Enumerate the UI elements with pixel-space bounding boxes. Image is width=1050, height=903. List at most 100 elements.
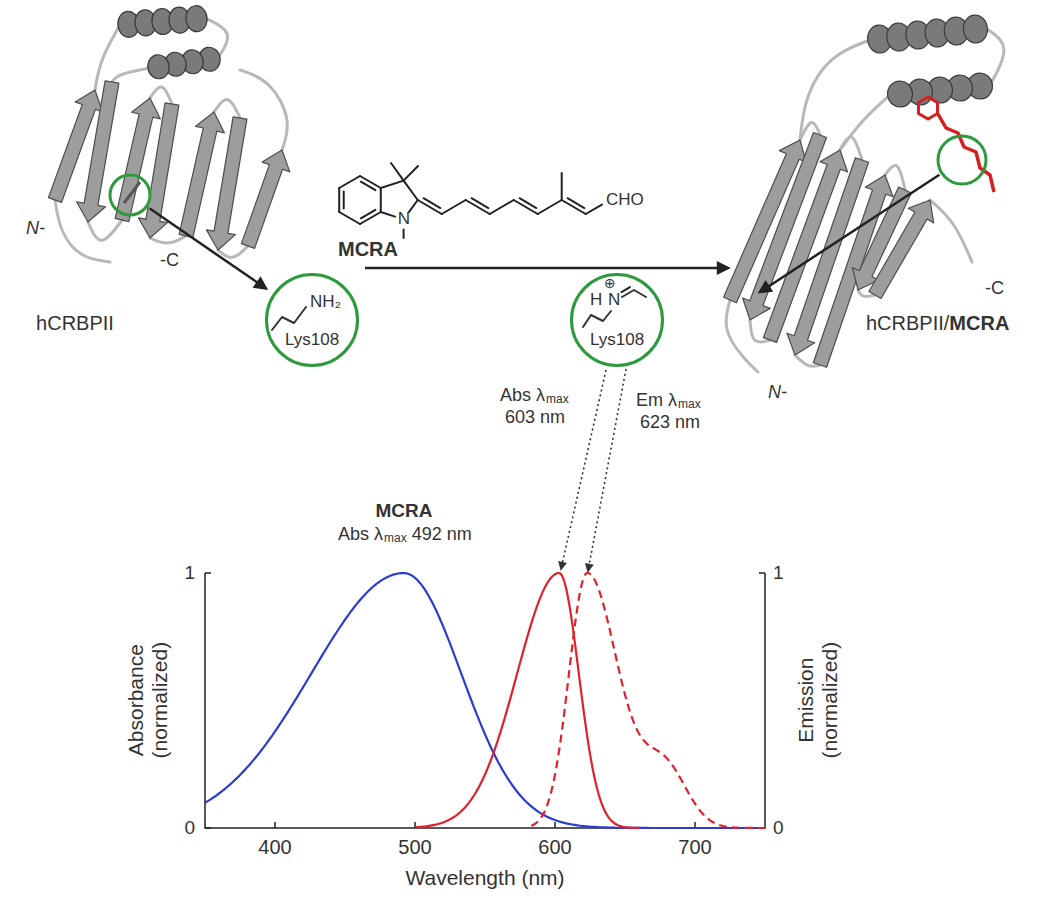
bond [391,163,404,181]
beta-strand [241,150,289,248]
structure-text: N [608,290,620,310]
spectrum-chart [205,573,765,828]
terminus-label: -C [160,250,179,271]
zoom-arrow [150,209,266,289]
axis-tick [274,822,276,828]
chemical-structure [339,163,602,238]
bond [561,173,563,200]
highlight-circle [938,136,986,184]
leader-arrow [588,369,626,571]
protein-cartoon [48,5,289,262]
zoom-circle: NH₂Lys108 [265,273,359,367]
bond [442,200,466,214]
structure-text: NH₂ [310,292,341,312]
terminus-label: N- [26,218,45,239]
coil-loop [218,246,248,257]
double-bond [424,198,441,208]
atom-label: N [398,209,410,229]
axis-title: Emission (normalized) [794,625,842,775]
beta-strand [206,117,246,250]
axis-tick [554,822,556,828]
axis-tick-label: 1 [773,562,784,584]
emission-curve [531,573,765,828]
subscript: max [546,393,569,407]
helix-turn [886,80,913,108]
bond [338,188,340,212]
axis-tick-label: 600 [538,836,571,859]
zoom-circle: H⊕N Lys108 [570,273,664,367]
chart-axes [205,573,765,828]
bond [490,200,514,214]
axis-tick-label: 700 [678,836,711,859]
double-bond [361,182,376,190]
axis-tick [759,572,765,574]
axis-tick-label: 0 [184,817,195,839]
lysine-chain [272,307,306,330]
peak-value: 623 nm [640,412,700,433]
lysine-chain [583,311,611,327]
beta-strand [77,81,119,222]
beta-strand [138,103,178,238]
axis-title: Wavelength (nm) [405,866,564,890]
imine-chain [622,290,646,297]
highlight-circle [110,175,150,215]
coil-loop [95,25,120,90]
structure-text: ⊕ [604,275,616,291]
structure-text: Lys108 [590,330,644,350]
zoom-arrow [760,175,939,292]
double-bond [472,198,489,208]
bond [404,181,418,200]
axis-tick-label: 1 [184,562,195,584]
coil-loop [240,70,287,150]
terminus-label: -C [985,278,1004,299]
helix-turn [185,5,208,33]
peak-value: 603 nm [505,407,565,428]
axis-title: Absorbance (normalized) [124,625,172,775]
axis-tick-label: 500 [398,836,431,859]
peak-value: 492 nm [412,524,472,545]
protein-name: hCRBPII [36,312,114,335]
bond [381,212,395,217]
compound-name: MCRA [376,500,433,522]
absorbance-curve [205,573,765,828]
lysine-stick [124,182,140,203]
structure-text: H [590,290,602,310]
compound-name: MCRA [338,238,398,261]
bond [404,166,418,181]
coil-loop [930,200,972,262]
axis-tick-label: 0 [773,817,784,839]
double-bond [622,287,630,292]
coil-loop [150,236,186,243]
peak-label: Abs λ [338,524,383,545]
bond [538,200,562,214]
reaction-arrow [365,267,728,270]
protein-name: hCRBPII/ [866,312,949,335]
double-bond [343,192,345,209]
bond [381,181,404,188]
double-bond [568,198,585,208]
axis-tick-label: 400 [258,836,291,859]
axis-tick [205,827,211,829]
ligand-chain [938,114,994,192]
bond [339,176,360,188]
ligand-ring [918,97,937,119]
bond [339,212,360,224]
subscript: max [384,532,407,546]
absorbance-curve [415,573,639,828]
bond [586,205,602,214]
helix-turn [962,14,989,44]
double-bond [361,210,376,218]
bond [403,229,405,238]
atom-label: CHO [606,190,644,210]
compound-name: MCRA [949,312,1009,335]
coil-loop [840,137,862,160]
helix-turn [146,53,171,80]
peak-label: Abs λ [500,385,545,406]
axis-tick [205,572,211,574]
subscript: max [678,398,701,412]
coil-loop [88,220,122,240]
terminus-label: N- [768,382,787,403]
